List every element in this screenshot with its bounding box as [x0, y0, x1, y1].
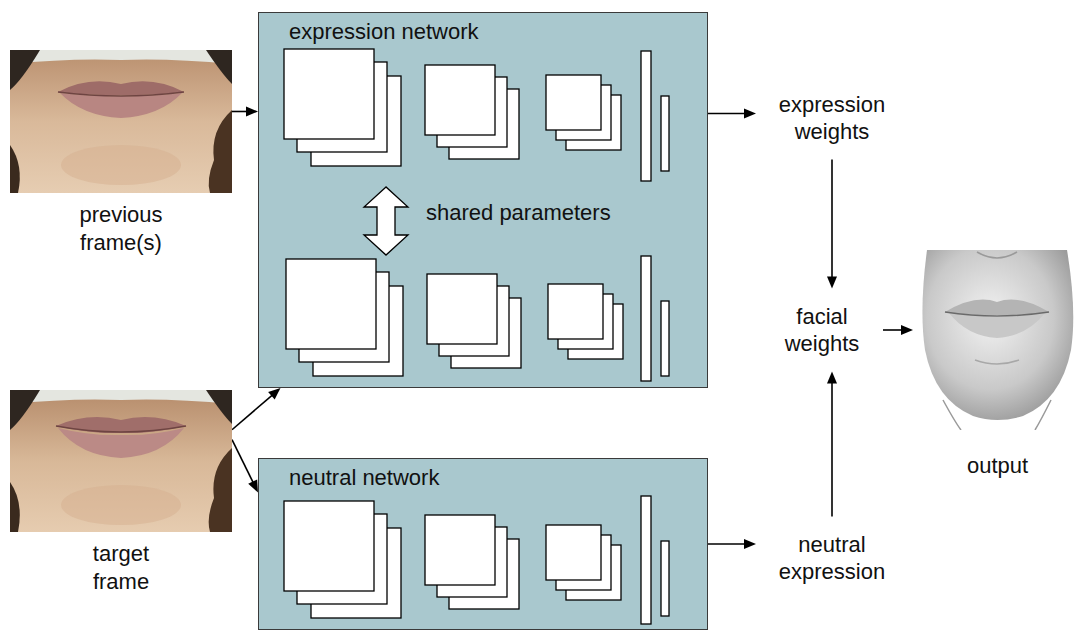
output-render: output: [915, 250, 1080, 430]
network-box: expression network shared parameters: [258, 12, 708, 388]
arrow-connector: [883, 325, 913, 335]
video-frame: [10, 390, 232, 532]
output-text: neutral expression: [762, 527, 902, 590]
face-surface: [922, 250, 1073, 420]
lip-line: [58, 92, 184, 96]
connector-line: [232, 440, 254, 484]
hair: [209, 110, 232, 193]
network-title: expression network: [289, 18, 479, 46]
conv-layers: [284, 496, 669, 624]
arrow-head: [827, 277, 837, 289]
arrow-head: [248, 479, 258, 492]
hair: [209, 448, 232, 532]
arrow-head: [744, 109, 756, 119]
video-frame: [10, 50, 232, 193]
shared-label: shared parameters: [426, 199, 611, 227]
output-label: neutral expression: [762, 531, 902, 586]
skin: [10, 50, 232, 193]
connector-line: [232, 395, 273, 430]
nose-base: [977, 252, 1017, 258]
skin: [10, 390, 232, 532]
chin-shade: [61, 145, 181, 185]
hair: [206, 50, 232, 84]
hair: [10, 390, 40, 430]
output-text: expression weights: [762, 87, 902, 150]
render-caption: output: [938, 452, 1058, 480]
lip-line: [945, 312, 1049, 316]
arrow-connector: [708, 539, 756, 549]
arrow-connector: [232, 440, 258, 493]
network-box: neutral network: [258, 458, 708, 630]
output-label: facial weights: [767, 303, 877, 358]
frame-caption: target frame: [71, 540, 171, 595]
hair: [10, 50, 40, 90]
input-frame: target frame: [10, 390, 232, 532]
connector-line: [708, 113, 746, 115]
hair: [206, 390, 232, 424]
arrow-head: [268, 388, 280, 400]
background-light: [10, 50, 232, 64]
rendered-face: [915, 250, 1080, 430]
connector-line: [232, 111, 248, 113]
upper-lip: [56, 417, 186, 433]
connector-line: [708, 543, 746, 545]
input-frame: previous frame(s): [10, 50, 232, 193]
frame-caption: previous frame(s): [61, 201, 181, 256]
background-light: [10, 390, 232, 404]
arrow-connector: [708, 109, 756, 119]
connector-line: [831, 160, 833, 279]
connector-line: [883, 329, 903, 331]
chin-shade: [61, 485, 181, 525]
arrow-head: [827, 372, 837, 384]
connector-line: [831, 382, 833, 517]
arrow-connector: [827, 372, 837, 517]
neck-line: [943, 400, 1051, 430]
upper-lip: [58, 81, 184, 95]
output-text: facial weights: [767, 299, 877, 362]
network-title: neutral network: [289, 464, 439, 492]
arrow-connector: [827, 160, 837, 289]
hair: [10, 482, 20, 532]
arrow-head: [901, 325, 913, 335]
arrow-head: [246, 106, 258, 116]
arrow-connector: [232, 106, 258, 116]
arrow-head: [744, 539, 756, 549]
upper-lip: [945, 300, 1049, 316]
conv-layers: [284, 49, 669, 381]
hair: [10, 145, 20, 193]
lip-line: [56, 426, 186, 432]
output-label: expression weights: [762, 91, 902, 146]
chin-crease: [975, 360, 1019, 364]
arrow-connector: [232, 388, 281, 430]
double-arrow: [364, 187, 408, 255]
